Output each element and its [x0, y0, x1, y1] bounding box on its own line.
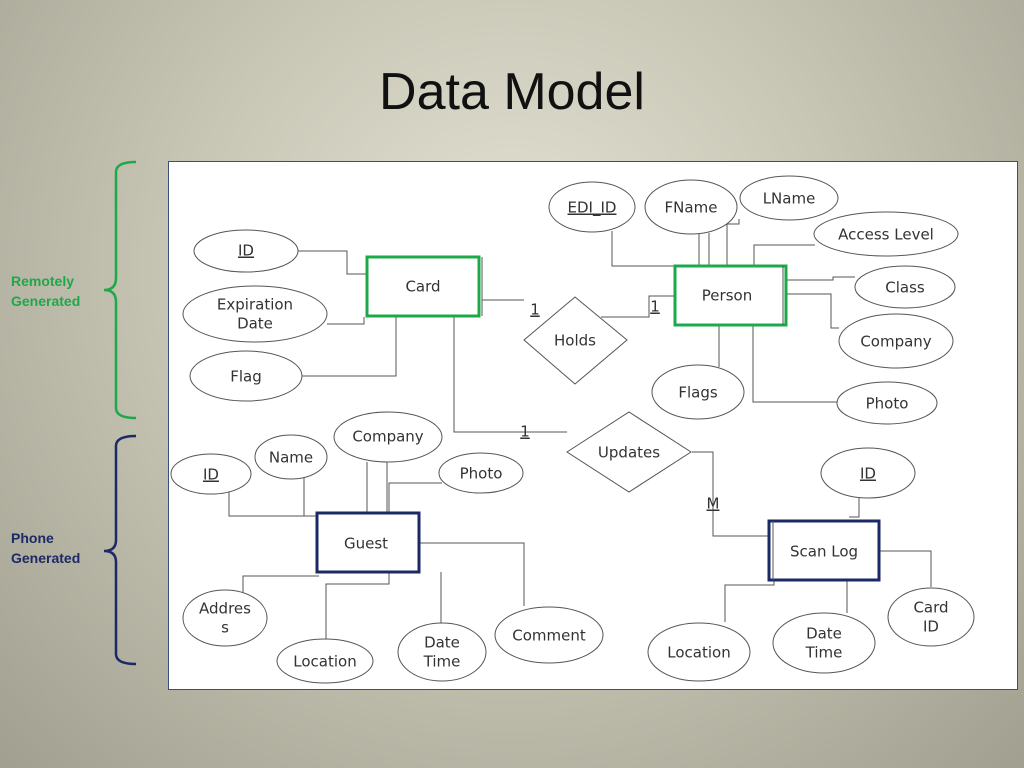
attr-person-class — [854, 265, 956, 309]
attr-person-ediid — [548, 181, 636, 233]
attr-card-expiration-label-2: Date — [237, 315, 273, 333]
attr-guest-id — [170, 453, 252, 495]
attr-person-fname-label: FName — [665, 199, 718, 217]
attr-card-flag — [189, 350, 303, 402]
attr-guest-address — [182, 589, 268, 647]
attr-scanlog-id-label: ID — [860, 465, 876, 483]
remotely-generated-brace — [103, 160, 137, 420]
connector-card-expiration — [327, 317, 365, 325]
attr-guest-datetime — [397, 622, 487, 682]
entity-person — [673, 264, 788, 327]
relationship-updates-label: Updates — [598, 444, 660, 462]
entity-guest-label: Guest — [344, 535, 388, 553]
attr-guest-location-label: Location — [293, 653, 356, 671]
attr-guest-name-label: Name — [269, 449, 313, 467]
attr-guest-name — [254, 434, 328, 480]
attr-card-expiration — [182, 285, 328, 343]
attr-guest-comment-label: Comment — [512, 627, 586, 645]
attr-scanlog-id — [820, 447, 916, 499]
attr-card-id — [193, 229, 299, 273]
attr-scanlog-location-label: Location — [667, 644, 730, 662]
remotely-generated-label: Remotely Generated — [11, 273, 81, 309]
connector-scanlog-location — [724, 581, 775, 622]
attr-scanlog-datetime-label-1: Date — [806, 625, 842, 643]
attr-guest-datetime-label-1: Date — [424, 634, 460, 652]
connector-person-accesslevel — [753, 244, 815, 266]
connector-updates-scanlog — [692, 451, 769, 537]
entity-card — [365, 255, 481, 318]
connector-card-flag — [301, 317, 397, 377]
attr-guest-company — [333, 411, 443, 463]
attr-person-company — [838, 313, 954, 369]
entity-person-label: Person — [702, 287, 752, 305]
attr-scanlog-cardid-label-2: ID — [923, 618, 939, 636]
connector-holds-person — [601, 295, 675, 318]
entity-card-label: Card — [405, 278, 440, 296]
connector-guest-photo — [388, 482, 442, 512]
cardinality-updates-scanlog: M — [707, 495, 720, 513]
attr-person-ediid-label: EDI_ID — [568, 199, 617, 218]
connector-card-id — [291, 250, 367, 275]
cardinality-holds-person: 1 — [650, 298, 660, 316]
attr-scanlog-location — [647, 622, 751, 682]
connector-scanlog-cardid — [880, 550, 932, 587]
attr-guest-photo — [438, 452, 524, 494]
phone-generated-label: Phone Generated — [11, 530, 81, 566]
attr-card-expiration-label-1: Expiration — [217, 296, 293, 314]
attr-card-flag-label: Flag — [230, 368, 262, 386]
attr-person-flags-label: Flags — [678, 384, 718, 402]
attr-person-lname — [739, 175, 839, 221]
connector-guest-id — [211, 491, 317, 517]
attr-scanlog-datetime — [772, 612, 876, 674]
attr-person-photo — [836, 381, 938, 425]
connector-person-ediid — [611, 231, 675, 267]
er-diagram-panel: Card Person Guest Scan Log Holds Updates… — [168, 161, 1018, 690]
slide-title: Data Model — [379, 63, 645, 121]
attr-guest-address-label-2: s — [221, 619, 229, 637]
phone-generated-brace — [103, 434, 137, 666]
entity-scan-log — [767, 519, 881, 582]
er-diagram: Card Person Guest Scan Log Holds Updates… — [170, 175, 975, 684]
relationship-holds-label: Holds — [554, 332, 596, 350]
relationship-holds — [523, 296, 628, 385]
attr-guest-company-label: Company — [352, 428, 423, 446]
attr-person-lname-label: LName — [763, 190, 816, 208]
attr-person-photo-label: Photo — [866, 395, 909, 413]
attr-person-class-label: Class — [885, 279, 925, 297]
attr-guest-location — [276, 638, 374, 684]
connector-person-company — [786, 293, 839, 329]
connector-card-updates — [453, 317, 567, 433]
attr-person-accesslevel-label: Access Level — [838, 226, 934, 244]
attr-scanlog-cardid — [887, 587, 975, 647]
connector-guest-location — [325, 572, 390, 641]
cardinality-holds-card: 1 — [530, 301, 540, 319]
relationship-updates — [566, 411, 692, 493]
attr-person-fname — [644, 179, 738, 235]
entity-scan-log-label: Scan Log — [790, 543, 858, 561]
connector-guest-address — [242, 575, 319, 594]
attr-person-accesslevel — [813, 211, 959, 257]
attr-guest-photo-label: Photo — [460, 465, 503, 483]
connector-person-lname — [726, 219, 740, 266]
connector-guest-comment — [420, 542, 525, 606]
attr-scanlog-datetime-label-2: Time — [805, 644, 843, 662]
entity-guest — [315, 511, 421, 574]
attr-guest-datetime-label-2: Time — [423, 653, 461, 671]
cardinality-updates-card: 1 — [520, 423, 530, 441]
attr-scanlog-cardid-label-1: Card — [913, 599, 948, 617]
attr-person-company-label: Company — [860, 333, 931, 351]
attr-person-flags — [651, 364, 745, 420]
attr-guest-id-label: ID — [203, 466, 219, 484]
connector-person-class — [786, 276, 855, 281]
connector-person-photo — [752, 326, 837, 403]
attr-guest-comment — [494, 606, 604, 664]
attr-guest-address-label-1: Addres — [199, 600, 251, 618]
attr-card-id-label: ID — [238, 242, 254, 260]
